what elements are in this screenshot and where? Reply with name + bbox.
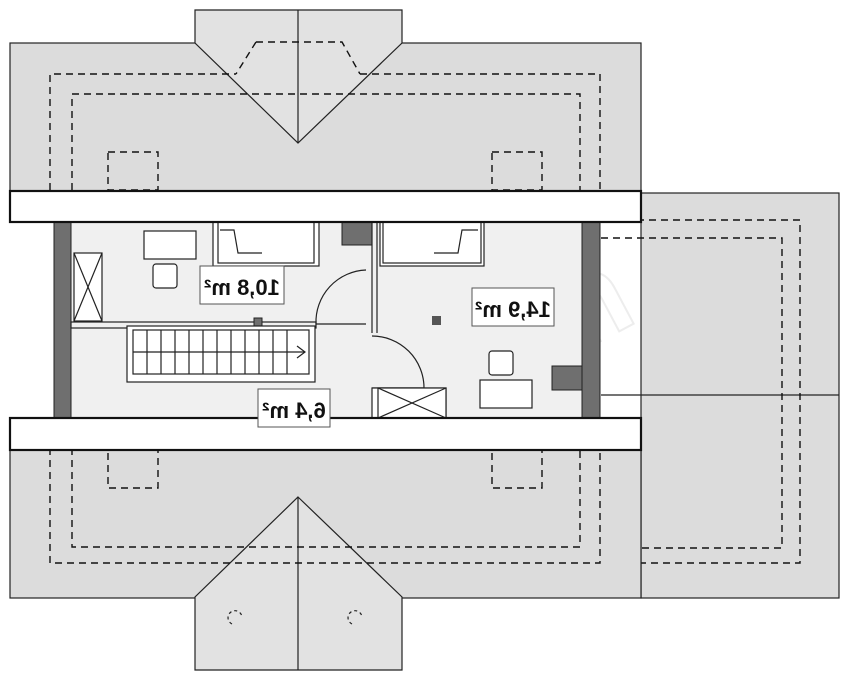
svg-text:14,9 m²: 14,9 m² <box>475 297 551 322</box>
bedroom-1-furniture <box>73 220 320 322</box>
staircase <box>126 325 316 383</box>
area-label-bedroom-1: 10,8 m² <box>199 265 285 305</box>
svg-text:6,4 m²: 6,4 m² <box>262 398 326 423</box>
roof-bottom <box>9 447 642 671</box>
roof-top <box>9 9 642 194</box>
area-label-hall: 6,4 m² <box>257 388 331 428</box>
roof-right <box>601 192 840 599</box>
beam-top <box>8 189 643 224</box>
hall-furniture <box>371 387 447 419</box>
svg-text:10,8 m²: 10,8 m² <box>204 275 280 300</box>
area-label-bedroom-2: 14,9 m² <box>471 287 555 327</box>
